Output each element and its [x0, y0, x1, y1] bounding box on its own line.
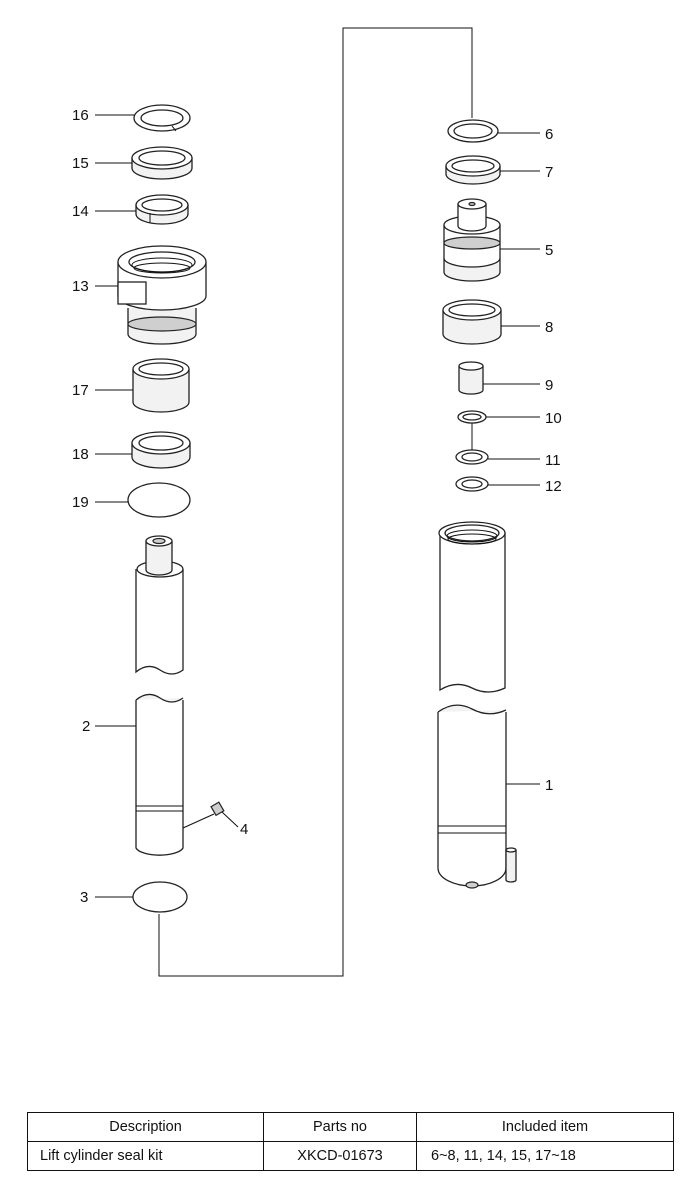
part-1-cylinder-tube-lower — [437, 704, 517, 889]
part-3-disc — [132, 881, 188, 913]
part-12-ring — [455, 476, 489, 492]
callout-13: 13 — [72, 278, 89, 295]
seal-kit-table: Description Parts no Included item Lift … — [27, 1112, 674, 1171]
part-14-split-ring — [135, 194, 189, 225]
table-row: Lift cylinder seal kit XKCD-01673 6~8, 1… — [27, 1141, 674, 1171]
part-2-piston-rod-lower — [135, 693, 184, 856]
part-7-ring — [445, 155, 501, 185]
header-description: Description — [27, 1112, 264, 1142]
callout-12: 12 — [545, 478, 562, 495]
part-2-piston-rod-upper — [135, 535, 184, 675]
exploded-parts-diagram: 16 15 14 13 17 18 — [72, 27, 562, 977]
assembly-connector-line — [158, 27, 473, 977]
part-16-snap-ring — [133, 104, 191, 132]
callout-4: 4 — [240, 821, 248, 838]
callout-11: 11 — [545, 452, 561, 469]
part-1-cylinder-tube-upper — [438, 521, 506, 693]
callout-9: 9 — [545, 377, 553, 394]
callout-14: 14 — [72, 203, 89, 220]
cell-included-item: 6~8, 11, 14, 15, 17~18 — [416, 1141, 674, 1171]
cell-parts-no: XKCD-01673 — [263, 1141, 417, 1171]
callout-3: 3 — [80, 889, 88, 906]
part-8-wear-ring — [442, 299, 502, 345]
part-11-seal — [455, 449, 489, 465]
callout-6: 6 — [545, 126, 553, 143]
callout-15: 15 — [72, 155, 89, 172]
callout-16: 16 — [72, 107, 89, 124]
callout-1: 1 — [545, 777, 553, 794]
callout-7: 7 — [545, 164, 553, 181]
callout-8: 8 — [545, 319, 553, 336]
cell-description: Lift cylinder seal kit — [27, 1141, 264, 1171]
callout-18: 18 — [72, 446, 89, 463]
callout-19: 19 — [72, 494, 89, 511]
part-6-snap-ring — [447, 119, 499, 143]
part-10-o-ring — [457, 410, 487, 450]
part-17-bushing — [132, 358, 190, 413]
table-header-row: Description Parts no Included item — [27, 1112, 674, 1142]
callout-17: 17 — [72, 382, 89, 399]
callout-2: 2 — [82, 718, 90, 735]
part-5-piston — [443, 198, 501, 282]
part-4-set-screw — [182, 801, 239, 829]
part-13-gland-nut — [117, 245, 207, 345]
header-included-item: Included item — [416, 1112, 674, 1142]
header-parts-no: Parts no — [263, 1112, 417, 1142]
part-19-disc — [127, 482, 191, 518]
callout-10: 10 — [545, 410, 562, 427]
part-9-pin — [458, 361, 484, 395]
part-15-ring — [131, 146, 193, 180]
part-18-seal-ring — [131, 431, 191, 469]
callout-5: 5 — [545, 242, 553, 259]
